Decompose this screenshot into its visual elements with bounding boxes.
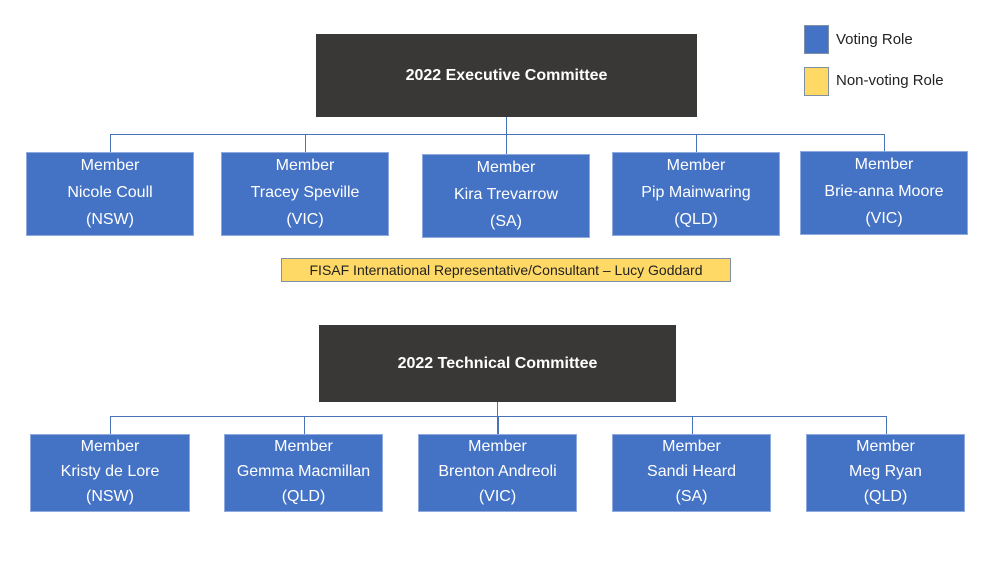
member-role: Member [468,438,527,456]
member-state: (QLD) [674,210,718,228]
member-role: Member [80,157,140,175]
member-name: Pip Mainwaring [641,183,751,201]
member-state: (VIC) [478,487,517,505]
member-state: (QLD) [863,487,908,505]
member-name: Meg Ryan [849,462,922,480]
member-name: Kristy de Lore [60,462,160,480]
member-role: Member [274,438,333,456]
member-role: Member [662,438,721,456]
legend-voting-swatch [804,25,829,54]
member-role: Member [856,438,915,456]
legend-non-voting-label: Non-voting Role [836,72,944,89]
member-name: Brie-anna Moore [824,182,944,200]
connector [303,416,305,434]
member-state: (VIC) [286,210,324,228]
member-role: Member [275,157,335,175]
legend-non-voting-swatch [804,67,829,96]
member-state: (SA) [490,212,522,230]
member-state: (NSW) [86,210,134,228]
non-voting-role-box: FISAF International Representative/Consu… [281,258,731,282]
member-role: Member [666,157,726,175]
connector [696,134,697,152]
connector [497,416,499,434]
member-state: (SA) [675,487,708,505]
member-role: Member [476,159,536,177]
member-name: Nicole Coull [67,183,153,201]
technical-committee-head: 2022 Technical Committee [319,325,676,402]
executive-committee-head: 2022 Executive Committee [316,34,697,117]
connector [110,134,111,152]
member-name: Tracey Speville [250,183,360,201]
member-name: Sandi Heard [647,462,736,480]
connector [110,134,884,135]
connector [884,134,885,151]
connector [110,416,111,434]
member-state: (VIC) [865,209,903,227]
member-role: Member [80,438,140,456]
member-state: (QLD) [281,487,326,505]
member-name: Kira Trevarrow [453,185,559,203]
member-name: Brenton Andreoli [438,462,557,480]
member-role: Member [854,156,914,174]
member-state: (NSW) [86,487,134,505]
legend-voting-label: Voting Role [836,31,913,48]
connector [691,416,693,434]
connector [506,134,507,154]
member-name: Gemma Macmillan [236,462,371,480]
connector [885,416,887,434]
connector [305,134,306,152]
